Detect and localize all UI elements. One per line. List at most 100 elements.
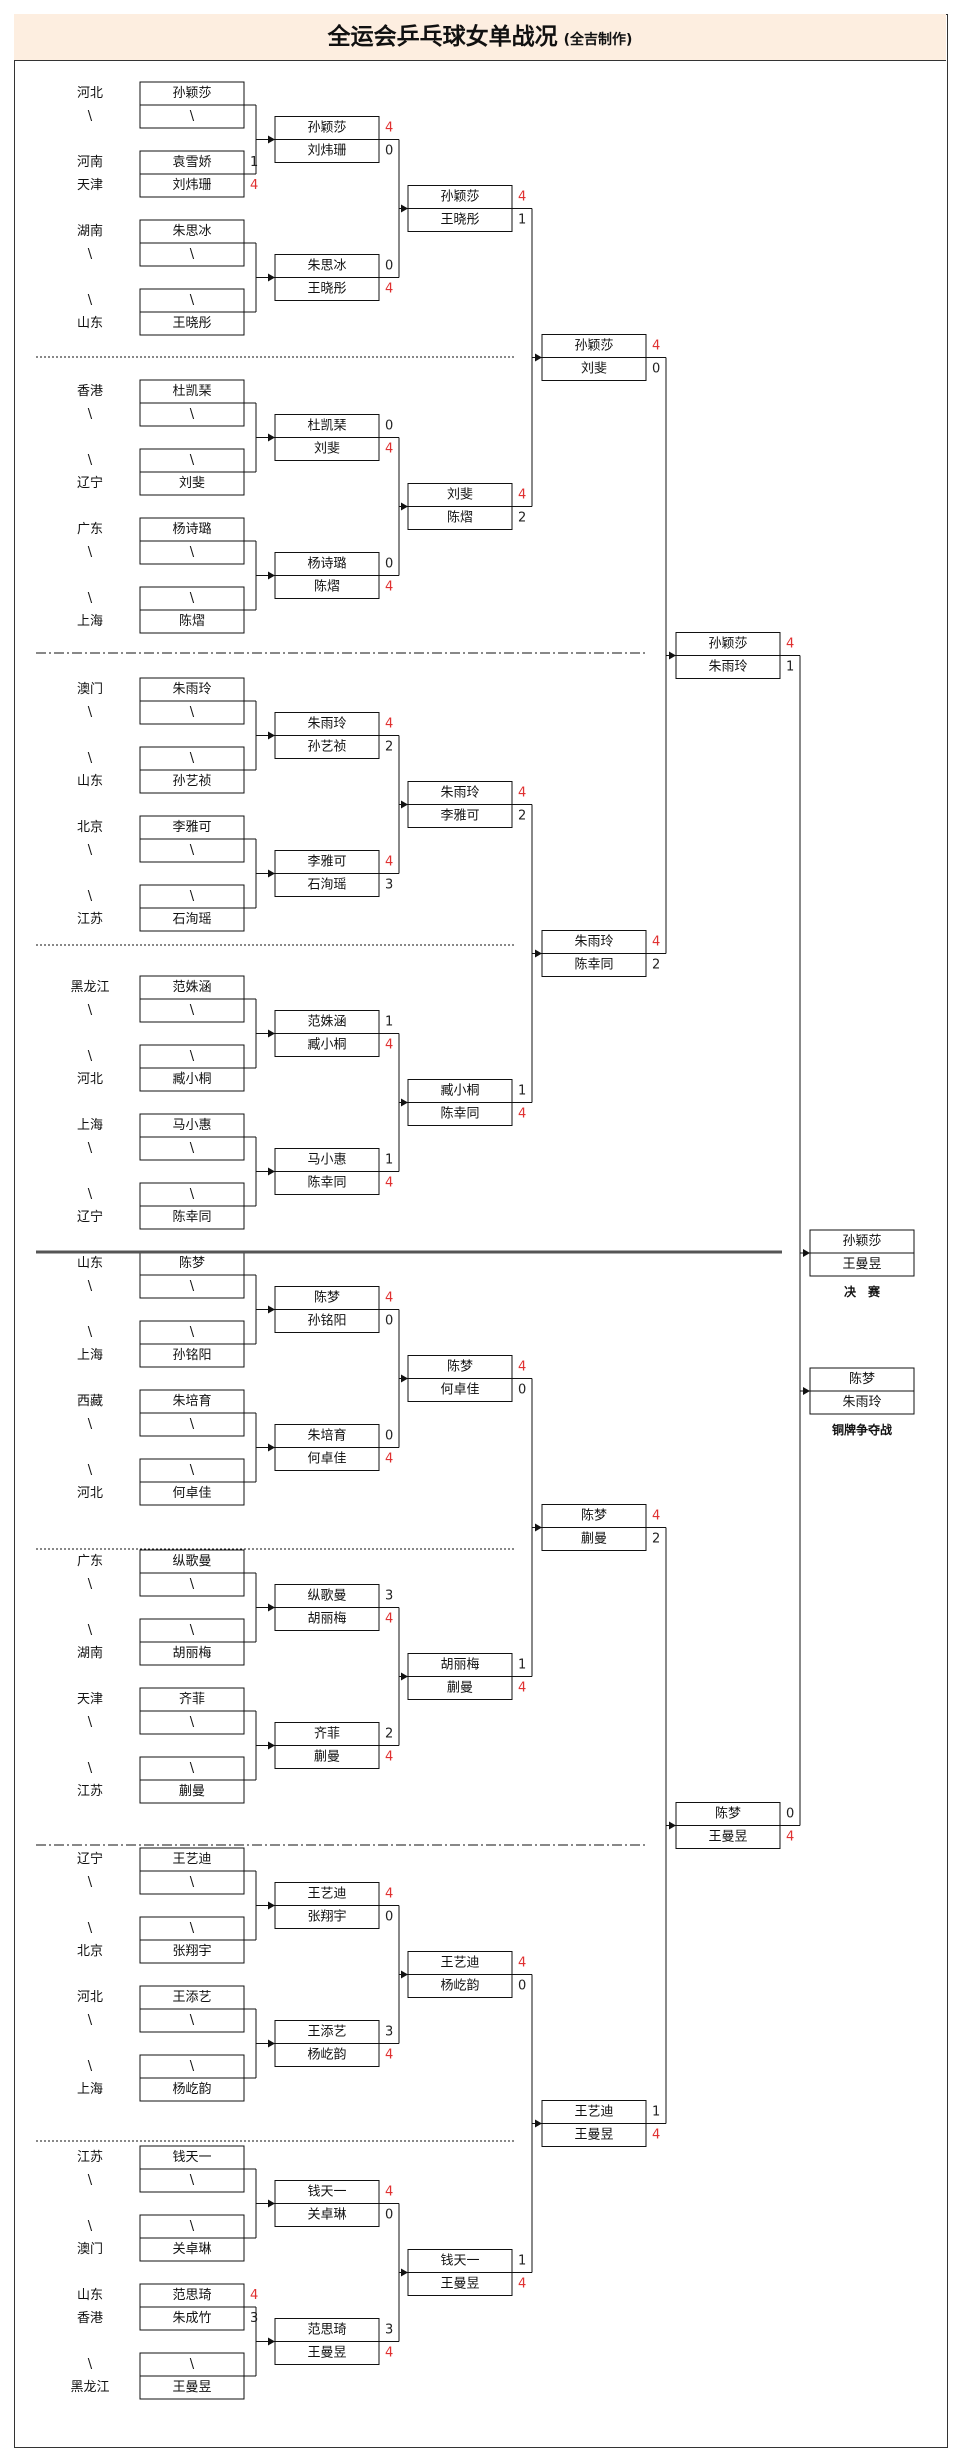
r2-match-score-bottom: 4	[385, 580, 393, 595]
r2-match-player-bottom: 刘斐	[314, 442, 340, 457]
r2-match-score-bottom: 4	[385, 1612, 393, 1627]
arrow-head	[268, 1305, 275, 1314]
r1-match-player-bottom: 刘斐	[179, 476, 205, 491]
r2-match-score-bottom: 4	[385, 1452, 393, 1467]
r2-match-player-bottom: 关卓琳	[307, 2208, 346, 2223]
r1-match-player-top: \	[190, 2357, 195, 2372]
r1-match-player-bottom: 关卓琳	[172, 2242, 211, 2257]
r1-match-player-top: \	[190, 2219, 195, 2234]
r1-province-bottom: 上海	[77, 2082, 103, 2097]
r2-match-player-bottom: 陈幸同	[307, 1175, 346, 1191]
r1-province-top: 广东	[77, 1554, 103, 1569]
r1-province-top: \	[88, 1761, 93, 1776]
r2-match-player-bottom: 何卓佳	[307, 1451, 346, 1467]
r2-match-player-top: 朱培育	[307, 1428, 346, 1444]
arrow-head	[268, 1901, 275, 1910]
r2-match-score-top: 3	[385, 2025, 393, 2040]
r2-match-score-top: 0	[385, 557, 393, 572]
r1-match-player-top: \	[190, 751, 195, 766]
r1-province-top: 上海	[77, 1118, 103, 1133]
r1-match-player-bottom: 臧小桐	[172, 1071, 211, 1087]
r2-match-player-top: 杜凯琹	[307, 419, 346, 434]
r1-match-player-top: 朱思冰	[172, 224, 211, 239]
r1-match-score-top: 1	[250, 155, 258, 170]
r1-province-bottom: 江苏	[77, 911, 103, 927]
r3-match-score-top: 1	[518, 2254, 526, 2269]
r2-match-score-top: 4	[385, 717, 393, 732]
page-title: 全运会乒乓球女单战况	[327, 24, 558, 50]
r2-match-player-bottom: 孙铭阳	[307, 1314, 346, 1329]
r1-match-player-bottom: 石洵瑶	[172, 912, 211, 927]
r1-province-bottom: \	[88, 109, 93, 124]
r1-province-bottom: \	[88, 843, 93, 858]
r2-match-score-top: 4	[385, 121, 393, 136]
r1-match-player-top: \	[190, 591, 195, 606]
r4-match-score-top: 4	[652, 1509, 660, 1524]
r1-province-bottom: 山东	[77, 316, 103, 331]
r1-match-player-top: 李雅可	[172, 820, 211, 835]
r1-province-bottom: \	[88, 1577, 93, 1592]
r1-match-player-top: 陈梦	[179, 1255, 205, 1271]
r1-province-top: \	[88, 1623, 93, 1638]
r3-match-player-top: 胡丽梅	[440, 1658, 479, 1673]
r1-province-top: \	[88, 751, 93, 766]
r3-match-player-top: 王艺迪	[440, 1956, 479, 1971]
arrow-head	[268, 2337, 275, 2346]
r1-match-player-bottom: 陈幸同	[172, 1209, 211, 1225]
r1-match-player-bottom: 孙艺祯	[172, 774, 211, 789]
r3-match-player-bottom: 杨屹韵	[440, 1979, 479, 1994]
r1-match-player-bottom: \	[190, 407, 195, 422]
arrow-head	[268, 731, 275, 740]
r2-match-score-bottom: 0	[385, 1910, 393, 1925]
r1-match-player-top: 杜凯琹	[172, 384, 211, 399]
r1-match-player-top: 范思琦	[172, 2288, 211, 2303]
r1-match-player-top: \	[190, 1325, 195, 1340]
r2-match-player-top: 李雅可	[307, 855, 346, 870]
r4-match-player-top: 孙颖莎	[574, 339, 613, 354]
r1-match-player-top: \	[190, 1463, 195, 1478]
arrow-head	[268, 433, 275, 442]
r3-match-score-bottom: 0	[518, 1383, 526, 1398]
r4-match-player-top: 陈梦	[581, 1508, 607, 1524]
title-bar: 全运会乒乓球女单战况(全吉制作)	[14, 14, 946, 61]
arrow-head	[268, 135, 275, 144]
r2-match-score-top: 4	[385, 1291, 393, 1306]
r4-match-score-bottom: 2	[652, 1532, 660, 1547]
r2-match-player-top: 齐菲	[314, 1726, 340, 1742]
final-label: 决 赛	[844, 1284, 881, 1299]
r4-match-player-bottom: 刘斐	[581, 362, 607, 377]
r2-match-score-bottom: 0	[385, 144, 393, 159]
r2-match-player-bottom: 蒯曼	[314, 1750, 340, 1765]
r3-match-score-top: 4	[518, 786, 526, 801]
r1-match-player-bottom: 何卓佳	[172, 1485, 211, 1501]
r2-match-score-top: 0	[385, 1429, 393, 1444]
r2-match-player-top: 范思琦	[307, 2323, 346, 2338]
r1-province-top: 黑龙江	[70, 980, 109, 995]
r1-province-bottom: \	[88, 247, 93, 262]
r1-match-player-top: \	[190, 1187, 195, 1202]
r1-match-player-top: \	[190, 453, 195, 468]
r1-province-top: \	[88, 293, 93, 308]
arrow-head	[401, 1098, 408, 1107]
r2-match-player-bottom: 杨屹韵	[307, 2048, 346, 2063]
r4-match-player-bottom: 蒯曼	[581, 1532, 607, 1547]
r1-match-player-bottom: 孙铭阳	[172, 1348, 211, 1363]
r1-province-bottom: \	[88, 1141, 93, 1156]
r1-match-player-bottom: 陈熠	[179, 613, 205, 629]
r2-match-player-bottom: 石洵瑶	[307, 878, 346, 893]
r2-match-player-top: 王添艺	[307, 2025, 346, 2040]
arrow-head	[669, 651, 676, 660]
r5-match-player-bottom: 朱雨玲	[708, 660, 747, 675]
r1-province-bottom: \	[88, 1003, 93, 1018]
r1-match-player-top: \	[190, 889, 195, 904]
r1-province-bottom: \	[88, 2013, 93, 2028]
bronze-match-player-top: 陈梦	[849, 1371, 875, 1387]
r1-province-top: 河南	[77, 154, 103, 170]
r1-match-player-top: \	[190, 1623, 195, 1638]
arrow-head	[268, 273, 275, 282]
arrow-head	[535, 353, 542, 362]
arrow-head	[268, 2199, 275, 2208]
r1-match-player-bottom: 王曼昱	[172, 2380, 211, 2395]
r1-match-score-bottom: 4	[250, 178, 258, 193]
r2-match-player-bottom: 王晓彤	[307, 282, 346, 297]
